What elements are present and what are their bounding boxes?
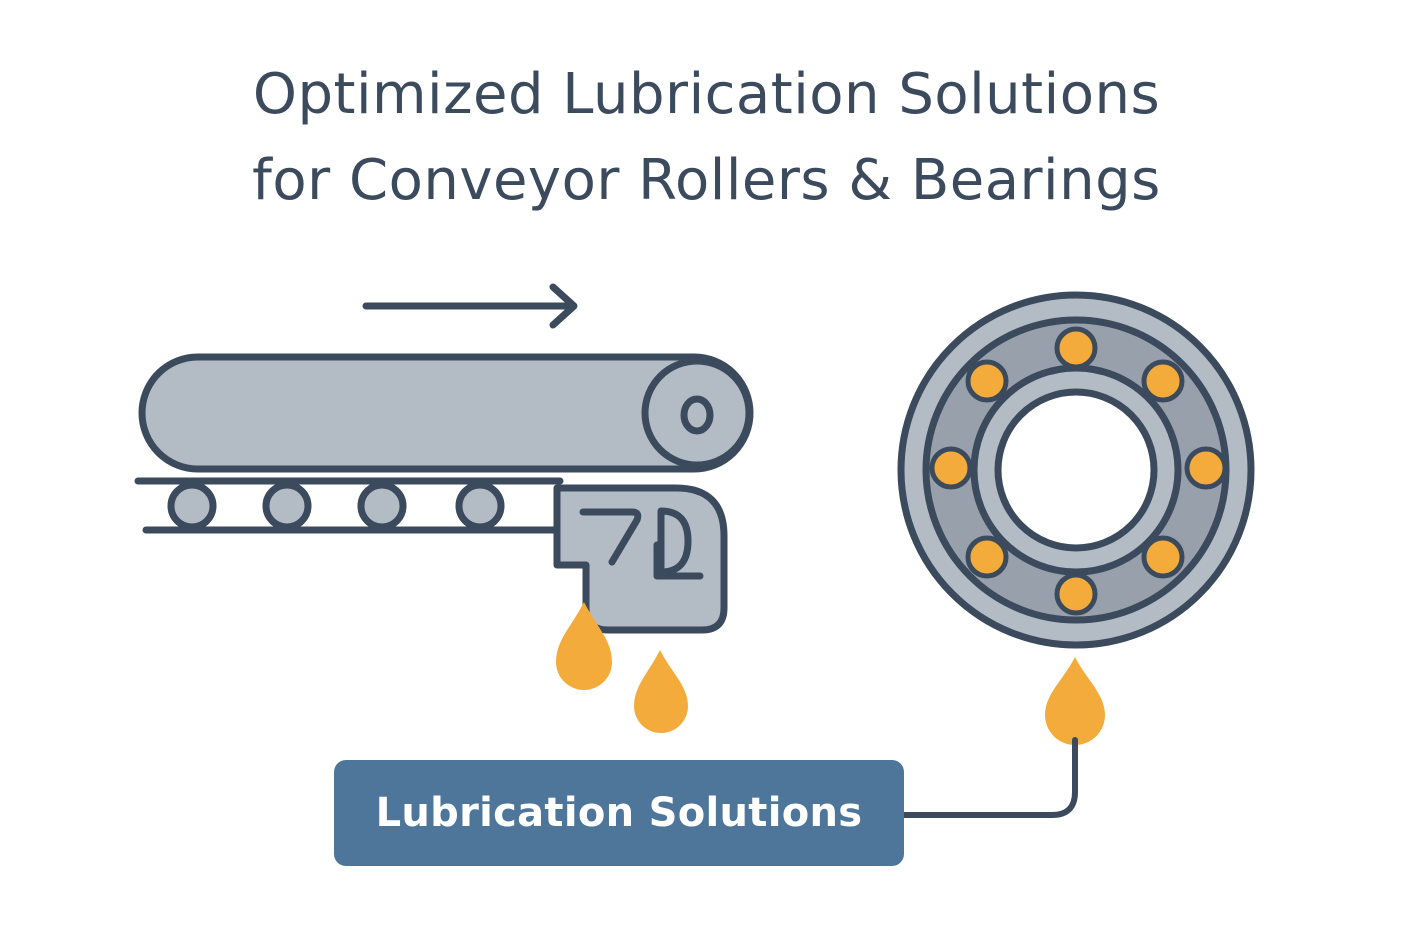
ball-bearing-icon [897, 291, 1255, 649]
bore [994, 388, 1158, 552]
bearing-ball [1054, 572, 1098, 616]
oil-drop-icon [634, 650, 688, 733]
connector-line [901, 737, 1078, 818]
title-line-1: Optimized Lubrication Solutions [252, 62, 1161, 127]
lubrication-solutions-label: Lubrication Solutions [334, 760, 904, 866]
drum-axle [680, 395, 714, 435]
idler-roller [455, 481, 505, 531]
bearing-ball [965, 359, 1009, 403]
bearing-ball [1054, 326, 1098, 370]
bearing-ball [1141, 535, 1185, 579]
bearing-ball [1184, 446, 1228, 490]
idler-roller [167, 481, 217, 531]
bearing-ball [965, 535, 1009, 579]
title-line-2: for Conveyor Rollers & Bearings [252, 148, 1161, 213]
bearing-ball [1141, 359, 1185, 403]
conveyor-belt-icon [134, 353, 754, 534]
idler-roller [357, 481, 407, 531]
oil-drop-icon [556, 602, 612, 690]
direction-arrow-icon [362, 283, 578, 329]
idler-roller [262, 481, 312, 531]
oil-drop-icon [1045, 657, 1105, 745]
bearing-ball [929, 446, 973, 490]
diagram-title: Optimized Lubrication Solutions for Conv… [0, 52, 1413, 224]
label-text: Lubrication Solutions [375, 790, 863, 836]
